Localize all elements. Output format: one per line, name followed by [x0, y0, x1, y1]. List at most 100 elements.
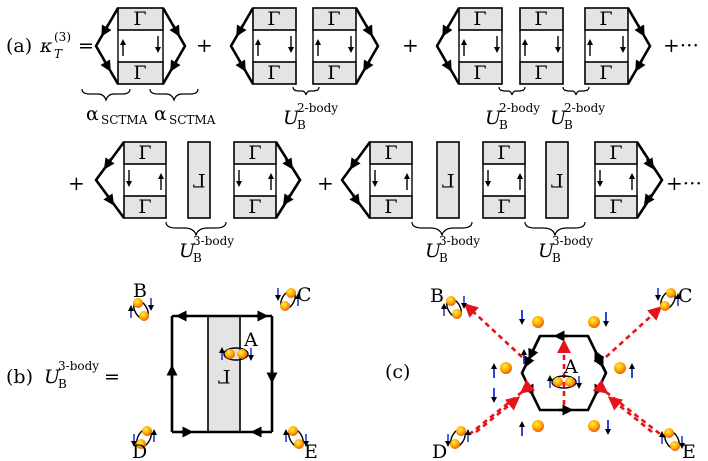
- atom-pair-c-c: C: [655, 285, 693, 311]
- svg-text:3-body: 3-body: [552, 234, 593, 248]
- svg-text:B: B: [58, 377, 67, 391]
- atom-label-e: E: [304, 441, 318, 461]
- plus-sign: +: [317, 171, 334, 195]
- gamma-box: [117, 7, 164, 31]
- diagram-two-gamma: Γ Γ Γ Γ: [229, 7, 380, 96]
- gamma-label: Γ: [473, 8, 486, 30]
- free-atoms: [491, 310, 635, 436]
- continuation-ellipsis: +···: [663, 33, 699, 57]
- plus-sign: +: [68, 171, 85, 195]
- atom-pair-b-c: B: [430, 285, 467, 319]
- svg-text:=: =: [104, 366, 120, 388]
- svg-text:SCTMA: SCTMA: [169, 113, 216, 127]
- svg-text:3-body: 3-body: [193, 234, 234, 248]
- u-b-three-body-label: U B 3-body: [179, 234, 234, 265]
- gamma-label: Γ: [248, 142, 261, 164]
- gamma-label: Γ: [609, 196, 622, 218]
- atom-label-a: A: [243, 329, 258, 351]
- gamma-label: Γ: [267, 62, 280, 84]
- atom-pair-e-c: E: [659, 428, 696, 461]
- svg-text:2-body: 2-body: [499, 101, 540, 115]
- kappa-symbol: κ T (3) =: [39, 30, 94, 61]
- gamma-box: [117, 61, 164, 85]
- gamma-label: Γ: [599, 62, 612, 84]
- diagram-one-gamma: Γ Γ: [81, 7, 199, 102]
- gamma-label-rotated: Γ: [441, 169, 454, 191]
- gamma-label: Γ: [497, 196, 510, 218]
- gamma-label: Γ: [138, 142, 151, 164]
- svg-text:2-body: 2-body: [564, 101, 605, 115]
- gamma-label-rotated: Γ: [550, 169, 563, 191]
- scattering-paths: [463, 303, 665, 439]
- diagram-three-gamma: Γ Γ Γ Γ Γ Γ: [435, 7, 652, 96]
- svg-text:B: B: [552, 251, 561, 265]
- gamma-label: Γ: [327, 8, 340, 30]
- u-b-three-body-label: U B 3-body: [538, 234, 593, 265]
- gamma-label: Γ: [133, 62, 146, 84]
- svg-text:3-body: 3-body: [439, 234, 480, 248]
- gamma-label: Γ: [133, 8, 146, 30]
- gamma-label: Γ: [248, 196, 261, 218]
- u-b-two-body-label: U B 2-body: [283, 101, 338, 132]
- gamma-label-rotated: Γ: [192, 169, 205, 191]
- svg-text:B: B: [499, 118, 508, 132]
- diagram-four-gamma: Γ Γ Γ Γ Γ: [94, 141, 302, 238]
- u-b-three-body-label: U B 3-body: [425, 234, 480, 265]
- atom-label-d: D: [132, 441, 147, 461]
- atom-label-b: B: [430, 285, 444, 307]
- atom-label-d: D: [432, 441, 447, 461]
- panel-a-label: (a): [6, 35, 32, 57]
- u-b-two-body-label: U B 2-body: [550, 101, 605, 132]
- svg-text:U: U: [485, 107, 502, 129]
- svg-text:=: =: [78, 35, 94, 57]
- u-b-two-body-label: U B 2-body: [485, 101, 540, 132]
- svg-text:α: α: [86, 103, 99, 125]
- panel-c-label: (c): [385, 361, 410, 383]
- atom-pair-d: D: [131, 426, 157, 461]
- svg-text:U: U: [538, 240, 555, 262]
- atom-pair-a-c: A: [547, 356, 582, 389]
- gamma-label: Γ: [534, 62, 547, 84]
- alpha-sctma-label: α SCTMA: [154, 103, 216, 127]
- svg-text:T: T: [54, 47, 63, 61]
- gamma-label: Γ: [384, 142, 397, 164]
- svg-text:α: α: [154, 103, 167, 125]
- panel-b-label: (b): [6, 366, 33, 388]
- three-body-diagram: Γ: [166, 310, 278, 438]
- atom-pair-c: C: [275, 284, 312, 311]
- atom-label-c: C: [678, 285, 693, 307]
- plus-sign: +: [196, 33, 213, 57]
- atom-label-e: E: [682, 441, 696, 461]
- svg-text:U: U: [425, 240, 442, 262]
- atom-pair-d-c: D: [432, 426, 471, 461]
- gamma-label: Γ: [599, 8, 612, 30]
- plus-sign: +: [402, 33, 419, 57]
- svg-text:B: B: [564, 118, 573, 132]
- gamma-label: Γ: [609, 142, 622, 164]
- svg-text:2-body: 2-body: [297, 101, 338, 115]
- svg-text:U: U: [283, 107, 300, 129]
- svg-text:κ: κ: [39, 35, 53, 57]
- svg-text:3-body: 3-body: [58, 359, 99, 373]
- u-b-three-body-definition: U B 3-body =: [44, 359, 120, 391]
- gamma-label-rotated: Γ: [217, 365, 230, 387]
- svg-text:U: U: [179, 240, 196, 262]
- atom-pair-b: B: [128, 280, 154, 321]
- atom-label-a: A: [563, 356, 578, 378]
- svg-text:B: B: [439, 251, 448, 265]
- alpha-sctma-label: α SCTMA: [86, 103, 148, 127]
- atom-pair-e: E: [283, 426, 318, 461]
- svg-text:U: U: [550, 107, 567, 129]
- svg-text:B: B: [193, 251, 202, 265]
- svg-text:SCTMA: SCTMA: [101, 113, 148, 127]
- gamma-label: Γ: [267, 8, 280, 30]
- atom-label-c: C: [297, 284, 312, 306]
- svg-text:U: U: [44, 366, 61, 388]
- gamma-label: Γ: [138, 196, 151, 218]
- svg-text:B: B: [297, 118, 306, 132]
- gamma-label: Γ: [534, 8, 547, 30]
- gamma-bar: [207, 315, 241, 433]
- atom-label-b: B: [133, 280, 147, 302]
